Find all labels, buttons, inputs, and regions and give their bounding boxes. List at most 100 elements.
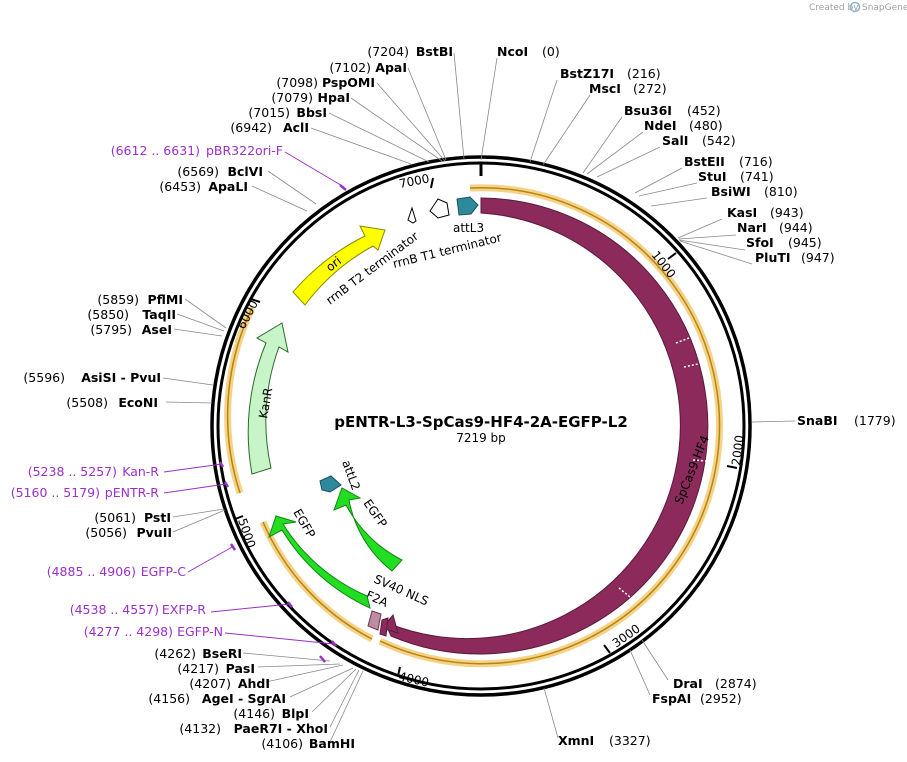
site-drai[interactable]: DraI bbox=[673, 676, 703, 691]
site-agei-sgrai-pos: (4156) bbox=[148, 691, 190, 706]
site-sfoi-pos: (945) bbox=[788, 235, 822, 250]
feature-label-kanr: KanR bbox=[256, 387, 275, 420]
site-hpai[interactable]: HpaI bbox=[318, 90, 351, 105]
site-paer7i-xhoi-pos: (4132) bbox=[179, 721, 221, 736]
site-ndei[interactable]: NdeI bbox=[644, 118, 677, 133]
site-fspai-pos: (2952) bbox=[700, 691, 742, 706]
site-labels-right: NcoI (0) BstZ17I (216) MscI (272) Bsu36I… bbox=[497, 44, 896, 748]
feature-rrnb-t2[interactable] bbox=[407, 206, 417, 224]
ruler-tick-5000 bbox=[234, 515, 244, 520]
site-apali[interactable]: ApaLI bbox=[208, 179, 248, 194]
site-asisi-pvui[interactable]: AsiSI - PvuI bbox=[81, 370, 161, 385]
site-stui[interactable]: StuI bbox=[698, 169, 727, 184]
ruler-tick-4000 bbox=[397, 666, 401, 677]
feature-label-attl2: attL2 bbox=[339, 458, 363, 492]
site-paer7i-xhoi[interactable]: PaeR7I - XhoI bbox=[234, 721, 328, 736]
site-sali-pos: (542) bbox=[702, 133, 736, 148]
site-pasi-pos: (4217) bbox=[177, 661, 219, 676]
site-blpi-pos: (4146) bbox=[233, 706, 275, 721]
site-pflmi-pos: (5859) bbox=[97, 292, 139, 307]
site-msci-pos: (272) bbox=[633, 81, 667, 96]
primer-egfp-n-range: (4277 .. 4298) bbox=[84, 624, 173, 639]
site-taqii-pos: (5850) bbox=[87, 307, 129, 322]
site-snabi[interactable]: SnaBI bbox=[797, 413, 838, 428]
primer-labels: pBR322ori-F (6612 .. 6631) Kan-R (5238 .… bbox=[11, 143, 283, 639]
site-pvuii-pos: (5056) bbox=[85, 525, 127, 540]
feature-kanr[interactable] bbox=[247, 322, 289, 475]
site-xmni[interactable]: XmnI bbox=[558, 733, 594, 748]
ruler-tick-6000 bbox=[250, 298, 261, 303]
primer-egfp-c[interactable]: EGFP-C bbox=[141, 564, 187, 579]
feature-attl2[interactable] bbox=[319, 475, 342, 493]
highlight-arc-egfp-line bbox=[262, 521, 373, 640]
site-taqii[interactable]: TaqII bbox=[142, 307, 176, 322]
ruler-label-2000: 2000 bbox=[729, 434, 747, 466]
site-kasi-pos: (943) bbox=[770, 205, 804, 220]
primer-egfp-c-range: (4885 .. 4906) bbox=[47, 564, 136, 579]
primer-exfp-r-range: (4538 .. 4557) bbox=[70, 602, 159, 617]
primer-egfp-n[interactable]: EGFP-N bbox=[177, 624, 223, 639]
site-bbsi[interactable]: BbsI bbox=[296, 105, 327, 120]
site-ahdi[interactable]: AhdI bbox=[238, 676, 270, 691]
site-pflmi[interactable]: PflMI bbox=[147, 292, 183, 307]
site-bamhi[interactable]: BamHI bbox=[309, 736, 355, 751]
site-fspai[interactable]: FspAI bbox=[652, 691, 691, 706]
site-asei[interactable]: AseI bbox=[142, 322, 172, 337]
site-sali[interactable]: SalI bbox=[662, 133, 688, 148]
primer-pentr-r-range: (5160 .. 5179) bbox=[11, 485, 100, 500]
site-agei-sgrai[interactable]: AgeI - SgrAI bbox=[202, 691, 286, 706]
site-ncoi[interactable]: NcoI bbox=[497, 44, 528, 59]
primer-kan-r[interactable]: Kan-R bbox=[122, 464, 159, 479]
site-asei-pos: (5795) bbox=[90, 322, 132, 337]
site-msci[interactable]: MscI bbox=[589, 81, 621, 96]
site-bseri[interactable]: BseRI bbox=[202, 646, 242, 661]
site-bstbi[interactable]: BstBI bbox=[416, 44, 453, 59]
site-bclvi[interactable]: BclVI bbox=[227, 164, 263, 179]
feature-egfp-outer[interactable] bbox=[268, 515, 371, 609]
site-blpi[interactable]: BlpI bbox=[282, 706, 309, 721]
site-bsu36i-pos: (452) bbox=[687, 103, 721, 118]
snapgene-credit: Created by SnapGene bbox=[809, 1, 907, 13]
site-acli-pos: (6942) bbox=[230, 120, 272, 135]
site-kasi[interactable]: KasI bbox=[727, 205, 757, 220]
site-bsu36i[interactable]: Bsu36I bbox=[624, 103, 672, 118]
site-pspomi[interactable]: PspOMI bbox=[322, 75, 375, 90]
feature-spcas9-hf4[interactable] bbox=[384, 197, 709, 655]
backbone bbox=[210, 155, 752, 697]
site-bsteii[interactable]: BstEII bbox=[684, 154, 725, 169]
site-sfoi[interactable]: SfoI bbox=[746, 235, 774, 250]
feature-rrnb-t1[interactable] bbox=[429, 198, 450, 219]
site-bseri-pos: (4262) bbox=[154, 646, 196, 661]
feature-label-egfp-inner: EGFP bbox=[361, 497, 390, 530]
feature-label-egfp-outer: EGFP bbox=[290, 507, 318, 541]
ruler-label-6000: 6000 bbox=[234, 298, 261, 332]
plasmid-length: 7219 bp bbox=[456, 431, 506, 445]
site-acli[interactable]: AclI bbox=[283, 120, 309, 135]
site-pluti[interactable]: PluTI bbox=[755, 250, 791, 265]
site-econi[interactable]: EcoNI bbox=[118, 395, 158, 410]
site-apai[interactable]: ApaI bbox=[375, 60, 407, 75]
primer-pentr-r[interactable]: pENTR-R bbox=[105, 485, 160, 500]
highlight-arc-kanr bbox=[224, 306, 256, 495]
site-pasi[interactable]: PasI bbox=[226, 661, 255, 676]
feature-egfp-inner[interactable] bbox=[333, 487, 403, 572]
site-psti[interactable]: PstI bbox=[144, 510, 171, 525]
site-bclvi-pos: (6569) bbox=[177, 164, 219, 179]
site-nari[interactable]: NarI bbox=[737, 220, 767, 235]
site-drai-pos: (2874) bbox=[715, 676, 757, 691]
site-bsiwi[interactable]: BsiWI bbox=[711, 184, 751, 199]
site-bstz17i[interactable]: BstZ17I bbox=[560, 66, 614, 81]
site-bstz17i-pos: (216) bbox=[627, 66, 661, 81]
feature-f2a[interactable] bbox=[367, 610, 382, 631]
ruler-tick-1000 bbox=[667, 252, 677, 260]
feature-ori[interactable] bbox=[292, 225, 386, 306]
primer-pbr322ori-f[interactable]: pBR322ori-F bbox=[206, 143, 283, 158]
feature-attl3[interactable] bbox=[456, 196, 479, 216]
primer-exfp-r[interactable]: EXFP-R bbox=[162, 602, 206, 617]
primer-kan-r-range: (5238 .. 5257) bbox=[28, 464, 117, 479]
site-pvuii[interactable]: PvuII bbox=[136, 525, 172, 540]
site-xmni-pos: (3327) bbox=[609, 733, 651, 748]
highlight-arc-egfp bbox=[259, 520, 374, 643]
site-bamhi-pos: (4106) bbox=[261, 736, 303, 751]
feature-sv40-nls[interactable] bbox=[379, 617, 389, 637]
